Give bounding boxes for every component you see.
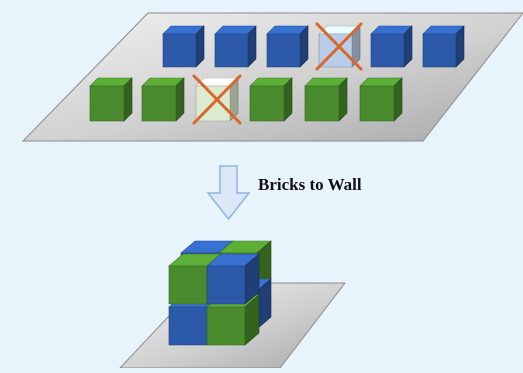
cube-front-face [249,85,285,122]
blue-brick [370,25,413,68]
cube-front-face [422,33,457,68]
green-brick [359,77,403,122]
blue-brick [214,25,257,68]
cube-front-face [370,33,405,68]
cube-front-face [141,85,177,122]
brick-wall [168,240,272,346]
loose-bricks [89,22,465,125]
cube-front-face [206,265,246,305]
cube-side-face [338,77,348,122]
caption-label: Bricks to Wall [258,175,362,194]
cube-side-face [175,77,185,122]
cube-side-face [283,77,293,122]
cube-front-face [89,85,125,122]
removed-cross-icon [192,74,242,125]
wall-front-brick [206,253,260,305]
down-arrow-icon [206,165,251,221]
cube-side-face [393,77,403,122]
cube-front-face [266,33,301,68]
green-brick [249,77,293,122]
cube-front-face [168,306,208,346]
green-brick [89,77,133,122]
blue-brick [422,25,465,68]
cube-front-face [206,306,246,346]
cube-front-face [359,85,395,122]
blue-brick [162,25,205,68]
blue-brick [266,25,309,68]
cube-side-face [123,77,133,122]
cube-front-face [304,85,340,122]
green-brick [304,77,348,122]
cube-front-face [162,33,197,68]
cube-front-face [214,33,249,68]
green-brick [141,77,185,122]
removed-cross-icon [315,22,363,71]
cube-front-face [168,265,208,305]
